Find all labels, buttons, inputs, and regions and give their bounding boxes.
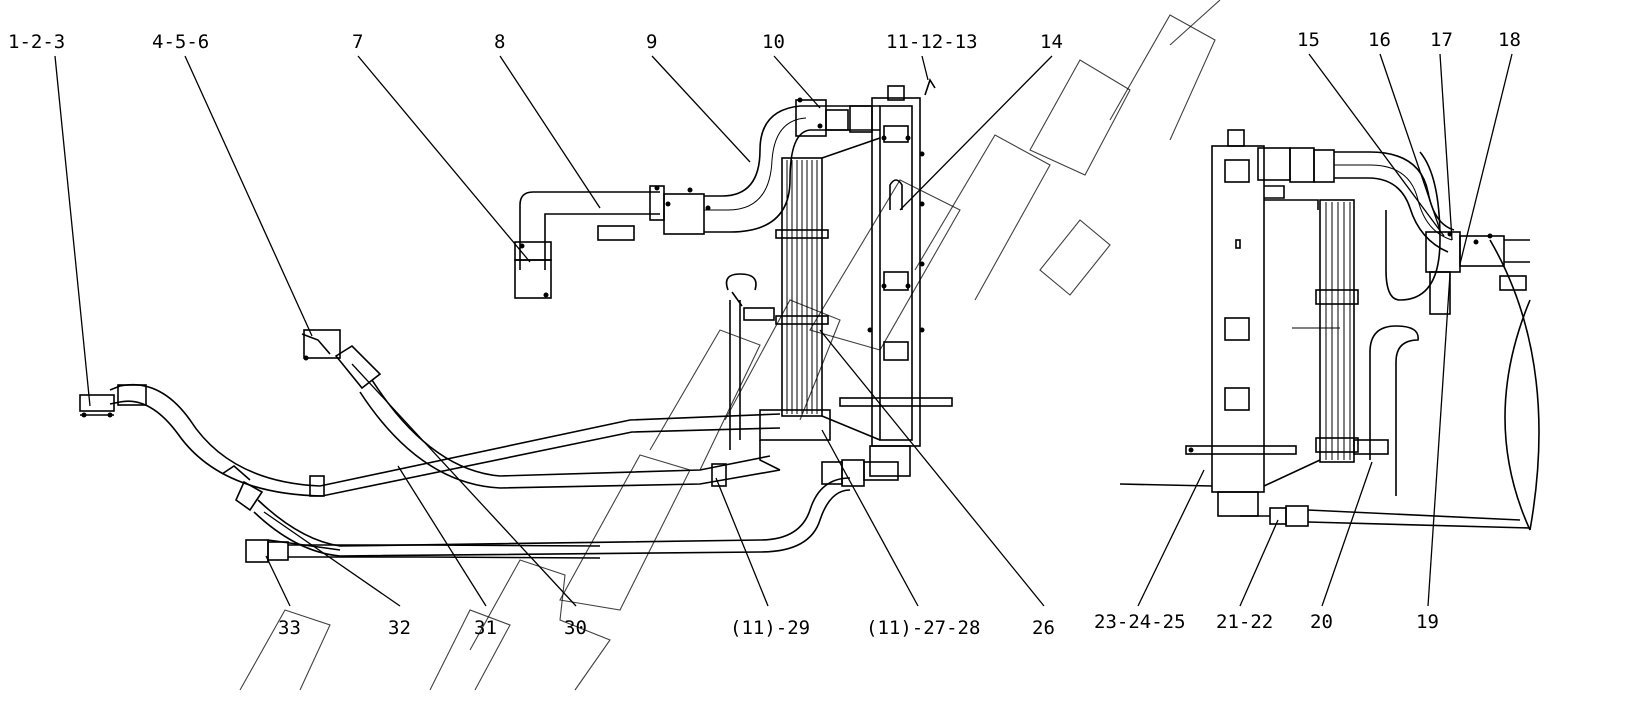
callout-20: 20 — [1310, 611, 1333, 633]
radiator-tank — [839, 78, 953, 477]
right-upper-pipe — [1257, 147, 1530, 315]
right-radiator-tank — [1119, 129, 1319, 517]
callout-11-12-13: 11-12-13 — [886, 31, 978, 53]
right-radiator-core — [1263, 199, 1389, 487]
callout-18: 18 — [1498, 29, 1521, 51]
left-assembly — [79, 78, 953, 563]
callout-17: 17 — [1430, 29, 1453, 51]
callout-4-5-6: 4-5-6 — [152, 31, 209, 53]
callout-11-27-28: (11)-27-28 — [866, 617, 980, 639]
callout-8: 8 — [494, 31, 505, 53]
callout-23-24-25: 23-24-25 — [1094, 611, 1186, 633]
callout-labels: 1-2-3 4-5-6 7 8 9 10 11-12-13 14 15 16 1… — [8, 29, 1521, 639]
right-lower-pipe — [1240, 239, 1540, 531]
radiator-core — [775, 137, 881, 441]
callout-19: 19 — [1416, 611, 1439, 633]
callout-30: 30 — [564, 617, 587, 639]
callout-15: 15 — [1297, 29, 1320, 51]
overflow-tube — [725, 273, 775, 450]
callout-32: 32 — [388, 617, 411, 639]
callout-33: 33 — [278, 617, 301, 639]
callout-16: 16 — [1368, 29, 1391, 51]
callout-9: 9 — [646, 31, 657, 53]
upper-air-pipe — [514, 97, 880, 299]
right-assembly — [1119, 129, 1540, 531]
leader-lines — [54, 53, 1513, 607]
callout-26: 26 — [1032, 617, 1055, 639]
lower-hoses — [79, 329, 899, 563]
callout-14: 14 — [1040, 31, 1063, 53]
callout-11-29: (11)-29 — [730, 617, 810, 639]
callout-1-2-3: 1-2-3 — [8, 31, 65, 53]
callout-31: 31 — [474, 617, 497, 639]
callout-7: 7 — [352, 31, 363, 53]
callout-10: 10 — [762, 31, 785, 53]
callout-21-22: 21-22 — [1216, 611, 1273, 633]
